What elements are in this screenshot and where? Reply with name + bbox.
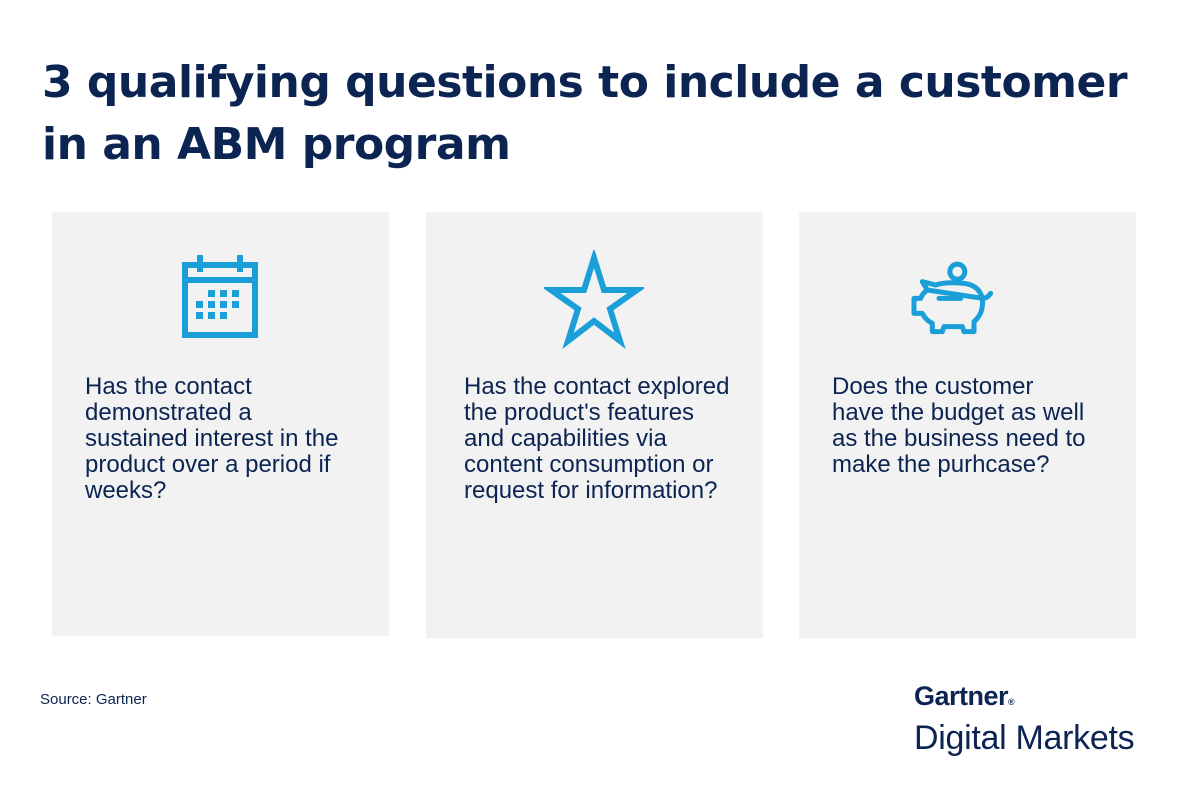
piggy-bank-icon bbox=[899, 250, 999, 350]
calendar-icon bbox=[170, 250, 270, 350]
question-text: Has the contact explored the product's f… bbox=[464, 373, 730, 504]
question-text: Does the customer have the budget as wel… bbox=[832, 373, 1086, 478]
gartner-digital-markets-logo: Gartner® Digital Markets bbox=[914, 680, 1174, 758]
question-card-1: Has the contact demonstrated a sustained… bbox=[52, 212, 389, 636]
question-text: Has the contact demonstrated a sustained… bbox=[85, 373, 339, 504]
source-note: Source: Gartner bbox=[40, 691, 147, 708]
question-card-3: Does the customer have the budget as wel… bbox=[799, 212, 1136, 638]
question-card-2: Has the contact explored the product's f… bbox=[426, 212, 763, 638]
logo-brand: Gartner® bbox=[914, 681, 1015, 711]
page-title: 3 qualifying questions to include a cust… bbox=[42, 57, 1128, 170]
logo-subtitle: Digital Markets bbox=[914, 719, 1135, 757]
star-icon bbox=[544, 250, 644, 350]
